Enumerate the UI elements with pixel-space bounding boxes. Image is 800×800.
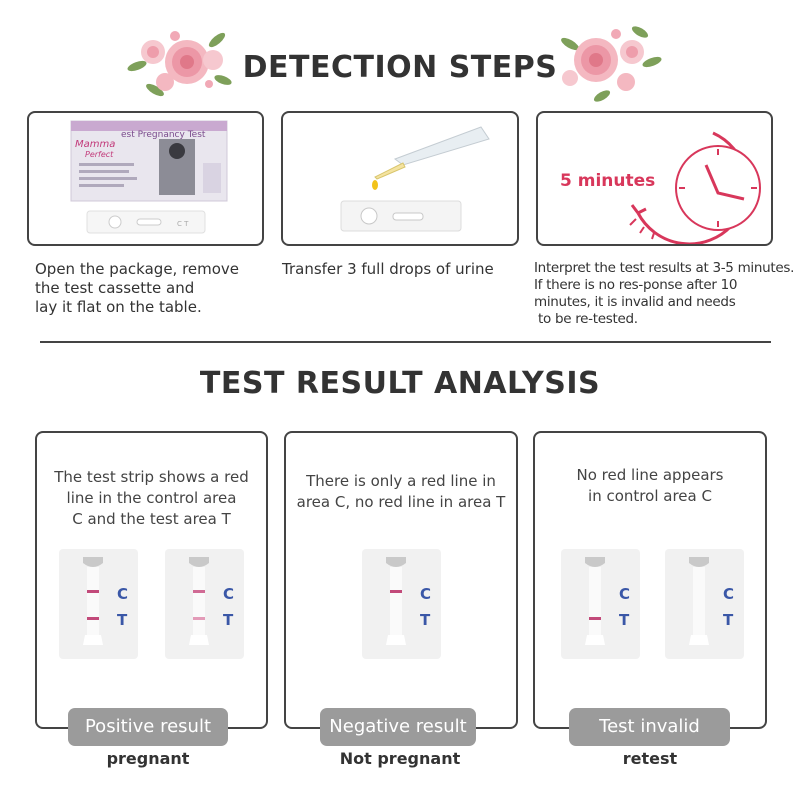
control-area-label: C — [117, 585, 129, 603]
result-invalid-description: No red line appears in control area C — [535, 465, 765, 507]
invalid-meaning: retest — [622, 749, 678, 768]
step-2-line: Transfer 3 full drops of urine — [282, 260, 494, 278]
package-illustration: Mamma Perfect est Pregnancy Test C T — [70, 120, 228, 234]
rose-bouquet-left — [127, 31, 232, 97]
test-result-analysis-title: TEST RESULT ANALYSIS — [199, 366, 601, 401]
result-desc-line: area C, no red line in area T — [296, 493, 506, 511]
package-brand-line2: Perfect — [85, 150, 114, 159]
result-negative-description: There is only a red line in area C, no r… — [286, 471, 516, 513]
result-desc-line: line in the control area — [66, 489, 237, 507]
control-area-label: C — [723, 585, 735, 603]
step-1-line: lay it flat on the table. — [35, 298, 202, 316]
negative-meaning: Not pregnant — [339, 749, 461, 768]
test-strip: C T — [165, 549, 244, 659]
positive-result-label: Positive result — [68, 708, 228, 746]
result-desc-line: C and the test area T — [72, 510, 231, 528]
result-desc-line: There is only a red line in — [306, 472, 496, 490]
package-product-name: est Pregnancy Test — [121, 130, 206, 140]
test-strip: C T — [362, 549, 441, 659]
result-desc-line: The test strip shows a red — [54, 468, 249, 486]
result-desc-line: in control area C — [588, 487, 712, 505]
test-strip: C T — [665, 549, 744, 659]
test-strip: C T — [59, 549, 138, 659]
test-area-label: T — [117, 611, 128, 629]
five-minutes-badge: 5 minutes — [560, 171, 656, 191]
step-wait-image: 5 minutes — [536, 111, 773, 246]
result-desc-line: No red line appears — [576, 466, 724, 484]
cassette-marks: C T — [177, 220, 189, 228]
rose-bouquet-right — [561, 26, 662, 102]
package-brand-line1: Mamma — [75, 139, 115, 150]
test-area-label: T — [723, 611, 734, 629]
negative-result-label: Negative result — [320, 708, 476, 746]
control-area-label: C — [619, 585, 631, 603]
result-card-invalid: No red line appears in control area C C … — [533, 431, 767, 729]
step-3-line: If there is no res-ponse after 10 — [534, 277, 738, 293]
control-area-label: C — [223, 585, 235, 603]
step-3-line: Interpret the test results at 3-5 minute… — [534, 260, 795, 276]
step-3-line: minutes, it is invalid and needs — [534, 294, 736, 310]
clock-icon — [629, 131, 761, 244]
step-1-caption: Open the package, remove the test casset… — [35, 260, 275, 317]
step-1-line: the test cassette and — [35, 279, 195, 297]
detection-steps-title: DETECTION STEPS — [242, 50, 558, 85]
test-area-label: T — [619, 611, 630, 629]
result-positive-description: The test strip shows a red line in the c… — [37, 467, 266, 530]
section-divider — [40, 341, 771, 343]
step-transfer-drops-image — [281, 111, 519, 246]
step-1-line: Open the package, remove — [35, 260, 240, 278]
test-area-label: T — [420, 611, 431, 629]
invalid-result-label: Test invalid — [569, 708, 730, 746]
result-card-negative: There is only a red line in area C, no r… — [284, 431, 518, 729]
control-area-label: C — [420, 585, 432, 603]
result-card-positive: The test strip shows a red line in the c… — [35, 431, 268, 729]
positive-meaning: pregnant — [106, 749, 190, 768]
test-strip: C T — [561, 549, 640, 659]
step-2-caption: Transfer 3 full drops of urine — [282, 260, 532, 279]
dropper-illustration — [340, 126, 490, 232]
step-3-line: to be re-tested. — [538, 311, 638, 327]
test-area-label: T — [223, 611, 234, 629]
step-open-package-image: Mamma Perfect est Pregnancy Test C T — [27, 111, 264, 246]
step-3-caption: Interpret the test results at 3-5 minute… — [534, 260, 796, 328]
